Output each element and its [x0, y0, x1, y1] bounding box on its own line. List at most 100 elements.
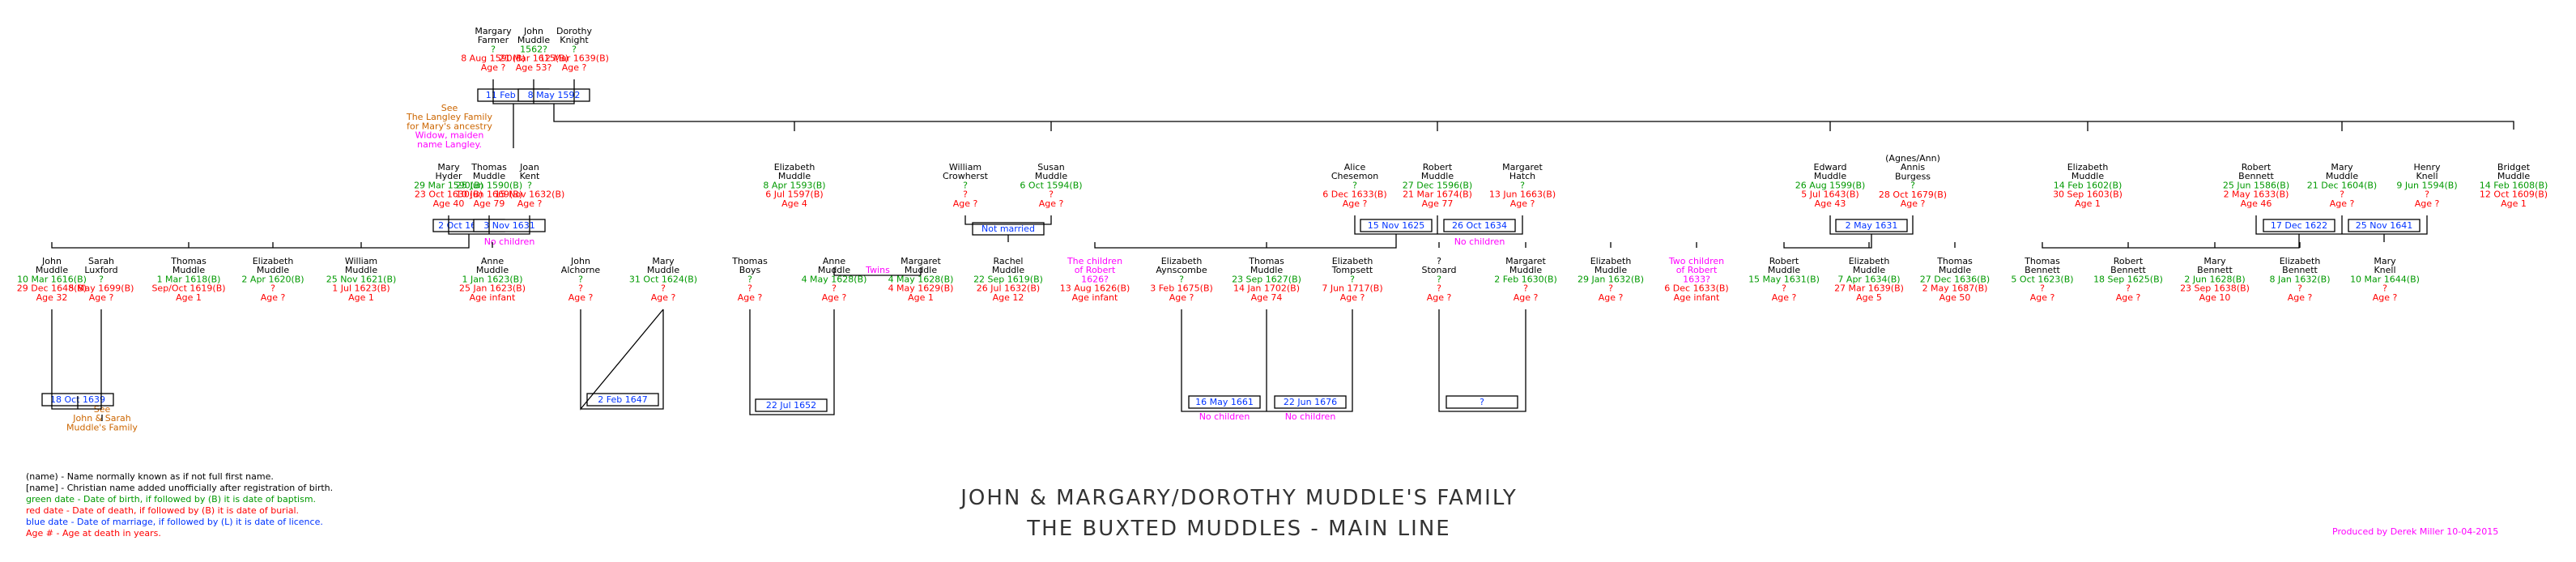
connector-line	[2042, 234, 2300, 249]
person-text-line: Age 1	[348, 292, 374, 303]
person-text-line: Margary	[475, 26, 512, 36]
person-text-line: Age ?	[1901, 198, 1926, 209]
legend: (name) - Name normally known as if not f…	[26, 471, 333, 539]
person-text-line: name Langley.	[417, 139, 482, 150]
marriage-date-m-1647: 2 Feb 1647	[586, 393, 659, 407]
person-text-line: Age ?	[822, 292, 847, 303]
person-text-line: 22 Sep 1619(B)	[973, 274, 1043, 284]
person-text-line: ?	[2382, 283, 2387, 294]
connector-line	[51, 309, 102, 410]
person-text-line: Age ?	[1510, 198, 1535, 209]
marriage-date-m-unknown: ?	[1446, 395, 1518, 409]
person-text-line: Age 4	[781, 198, 807, 209]
person-text-line: 27 Mar 1639(B)	[1834, 283, 1904, 294]
person-text-line: ?	[1782, 283, 1786, 294]
person-text-line: Thomas	[2024, 256, 2060, 266]
person-text-line: Elizabeth	[1590, 256, 1632, 266]
person-text-line: Chesemon	[1331, 171, 1378, 181]
marriage-date-text: 2 May 1631	[1846, 220, 1898, 231]
person-text-line: Muddle	[1250, 265, 1283, 275]
person-text-line: 1 Mar 1618(B)	[157, 274, 221, 284]
person-text-line: ?	[2340, 189, 2344, 200]
person-text-line: ?	[832, 283, 837, 294]
marriage-date-m-1676: 22 Jun 1676	[1274, 395, 1347, 409]
marriage-date-m-1661: 16 May 1661	[1188, 395, 1261, 409]
marriage-box	[1188, 395, 1261, 409]
person-text-line: ?	[1437, 283, 1441, 294]
person-text-line: Joan	[519, 162, 539, 172]
person-text-line: 21 Dec 1604(B)	[2307, 180, 2377, 190]
person-text-line: Age ?	[738, 292, 763, 303]
person-text-line: 4 May 1628(B)	[888, 274, 954, 284]
person-text-line: Age ?	[1427, 292, 1452, 303]
marriage-date-text: 8 May 1592	[528, 90, 581, 100]
person-text-line: Bennett	[2025, 265, 2060, 275]
person-text-line: 2 Apr 1620(B)	[241, 274, 304, 284]
person-text-line: 23 Sep 1638(B)	[2180, 283, 2250, 294]
person-text-line: Age ?	[481, 62, 506, 73]
person-text-line: Mary	[2331, 162, 2353, 172]
person-text-line: 8 Jan 1632(B)	[2269, 274, 2330, 284]
person-text-line: Rachel	[994, 256, 1024, 266]
person-text-line: Elizabeth	[774, 162, 815, 172]
person-text-line: Age 12	[993, 292, 1024, 303]
person-text-line: Elizabeth	[253, 256, 294, 266]
person-text-line: 23 Oct 1630(B)	[415, 189, 483, 200]
person-text-line: Muddle	[1768, 265, 1800, 275]
connector-line	[51, 234, 470, 249]
person-text-line: 2 Jun 1628(B)	[2184, 274, 2245, 284]
person-text-line: Edward	[1814, 162, 1847, 172]
person-text-line: 25 Jan 1623(B)	[459, 283, 526, 294]
person-text-line: Anne	[481, 256, 504, 266]
person-text-line: 5 May 1699(B)	[69, 283, 134, 294]
person-text-line: ?	[963, 180, 968, 190]
person-text-line: 30 Sep 1603(B)	[2053, 189, 2123, 200]
person-text-line: ?	[1437, 256, 1441, 266]
person-text-line: Alchorne	[561, 265, 601, 275]
marriage-box	[517, 88, 590, 102]
person-text-line: Knell	[2416, 171, 2438, 181]
person-text-line: ?	[2126, 283, 2131, 294]
person-text-line: 21 Mar 1615(B)	[499, 53, 568, 64]
marriage-box	[1443, 219, 1516, 232]
person-stonard: ?Stonard??Age ?	[1421, 256, 1456, 303]
person-text-line: Muddle	[778, 171, 811, 181]
person-text-line: ?	[2425, 189, 2429, 200]
person-text-line: 10 Mar 1644(B)	[2350, 274, 2420, 284]
person-text-line: Muddle	[345, 265, 377, 275]
person-text-line: Age 32	[36, 292, 68, 303]
person-text-line: Age infant	[470, 292, 516, 303]
person-text-line: Age ?	[2288, 292, 2313, 303]
person-text-line: Age 40	[433, 198, 465, 209]
person-text-line: 4 May 1628(B)	[802, 274, 867, 284]
person-text-line: Thomas	[1248, 256, 1284, 266]
legend-line: [name] - Christian name added unofficial…	[26, 483, 334, 493]
marriage-date-m-1622: 17 Dec 1622	[2263, 219, 2335, 232]
person-text-line: Age 43	[1815, 198, 1846, 209]
person-text-line: Crowherst	[943, 171, 989, 181]
person-text-line: Mary	[2374, 256, 2396, 266]
person-text-line: Age ?	[1343, 198, 1368, 209]
person-text-line: Age 1	[908, 292, 934, 303]
marriage-date-m-1631a: 3 Nov 1631	[473, 219, 546, 232]
person-text-line: Age ?	[568, 292, 594, 303]
person-text-line: Age 1	[176, 292, 202, 303]
connector-line	[964, 215, 1052, 225]
person-text-line: Susan	[1037, 162, 1064, 172]
person-text-line: 13 Jun 1663(B)	[1489, 189, 1556, 200]
note-nochild-2: No children	[1454, 236, 1505, 247]
person-text-line: Age ?	[2373, 292, 2398, 303]
person-text-line: Knell	[2374, 265, 2395, 275]
